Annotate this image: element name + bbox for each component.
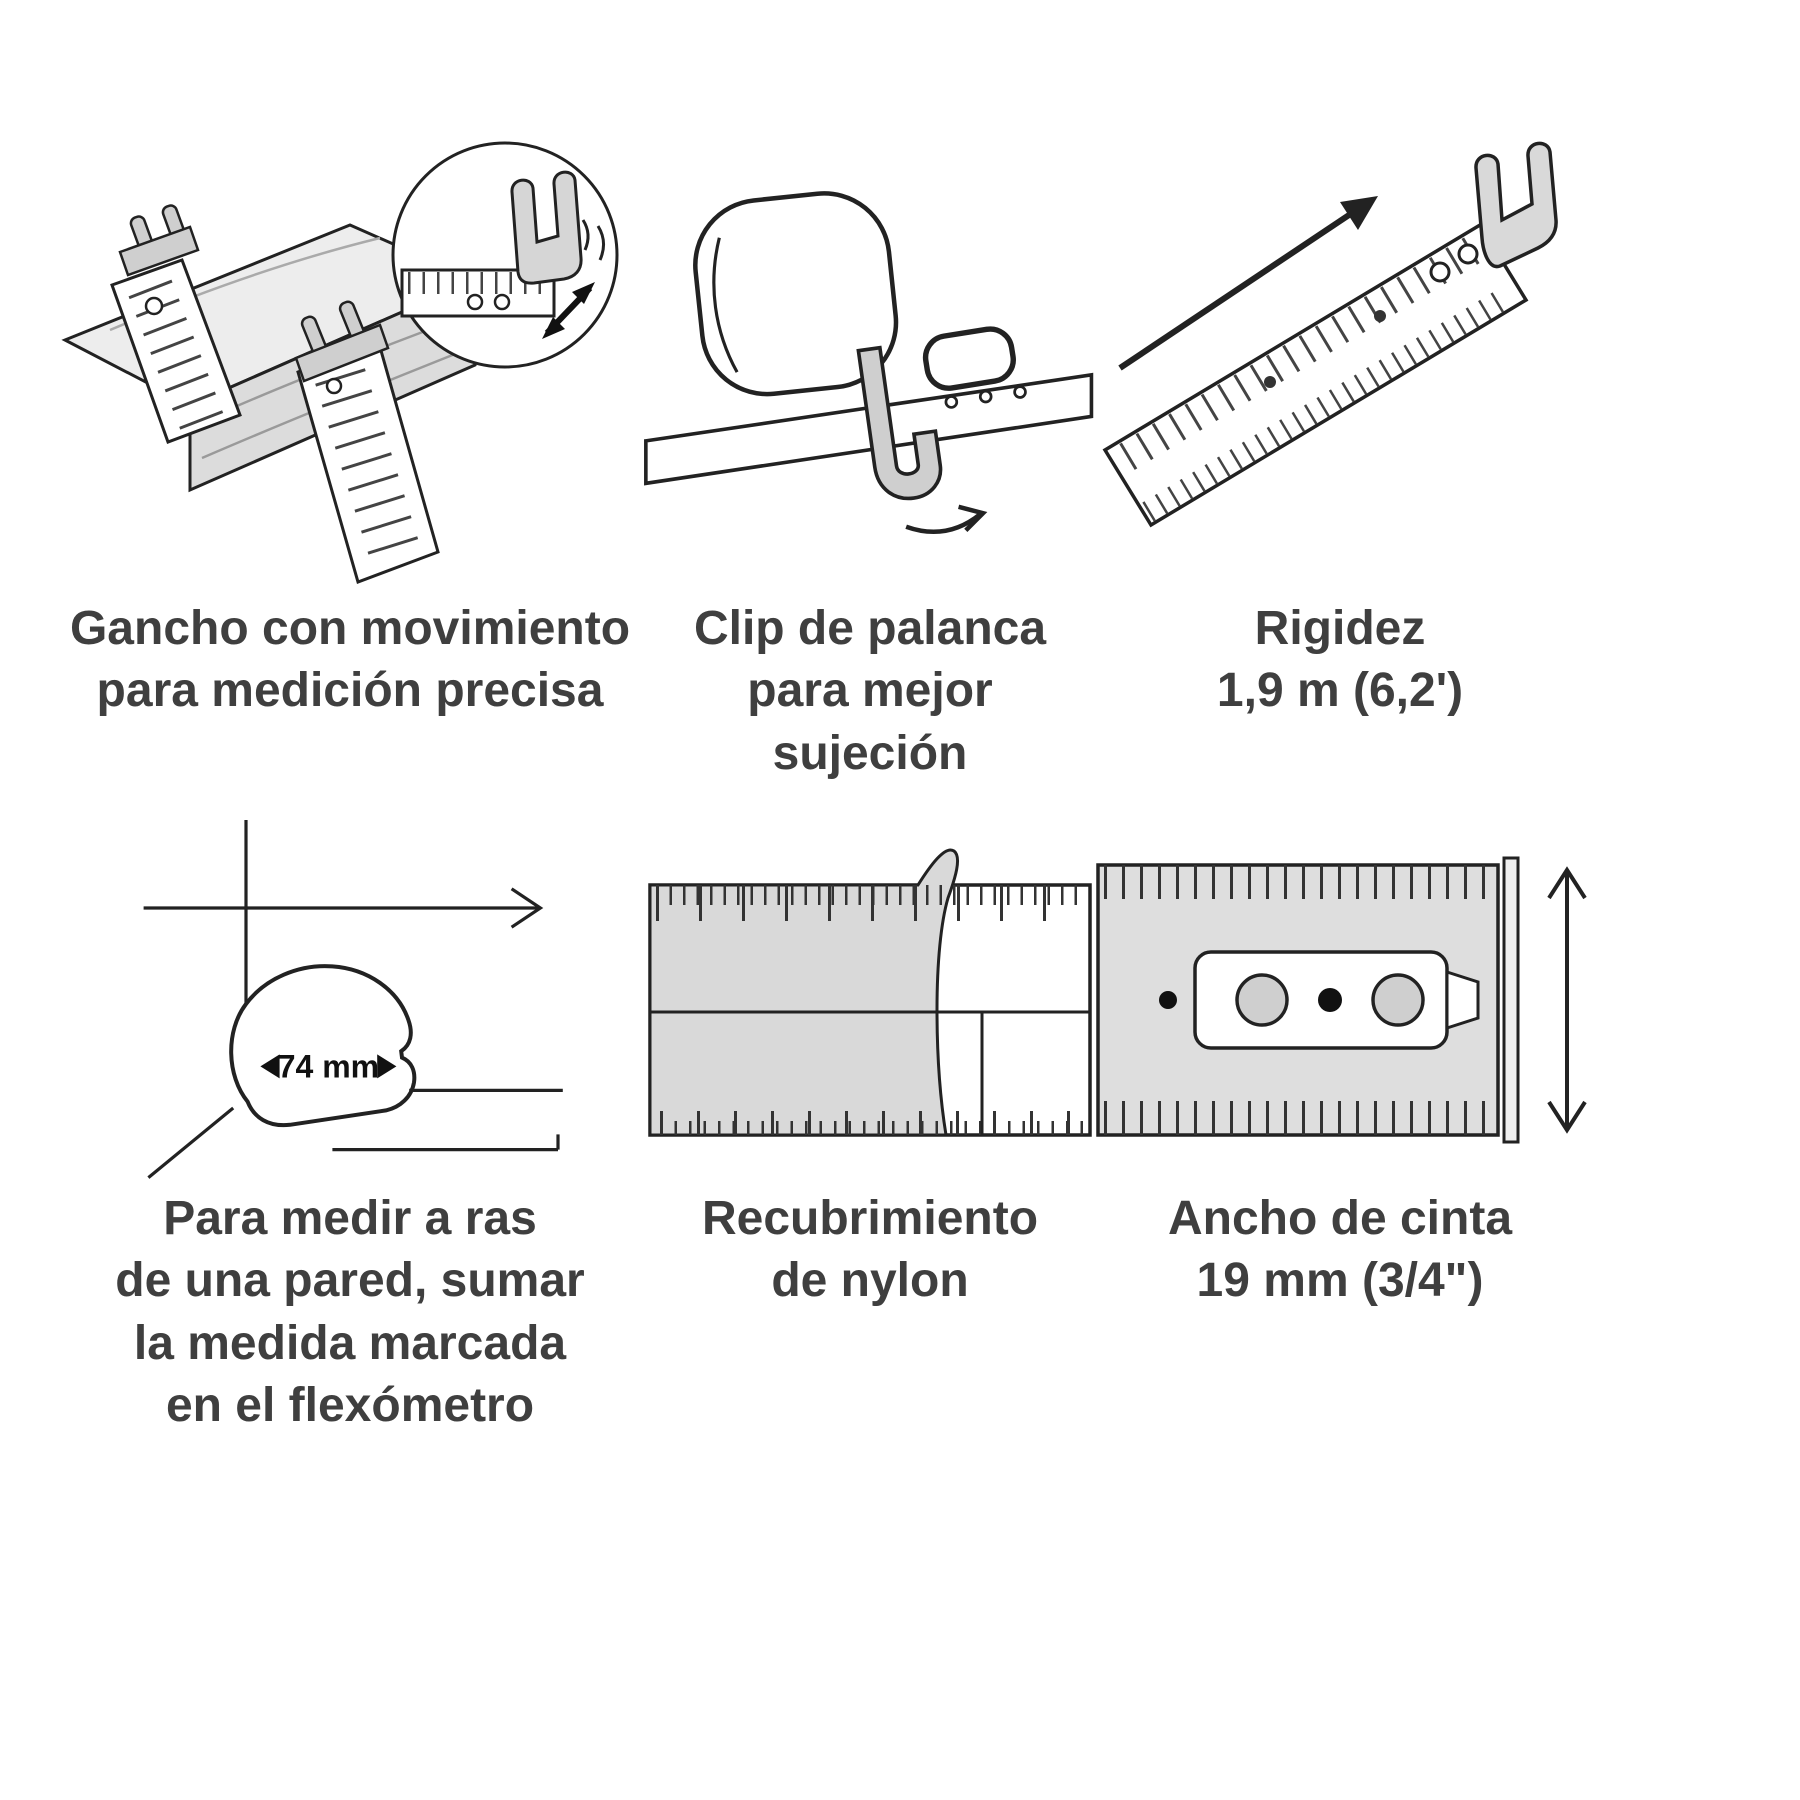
- feature-caption-nylon: Recubrimiento de nylon: [702, 1188, 1038, 1313]
- magnified-hook: [510, 170, 583, 285]
- hook-end-left: [118, 204, 200, 277]
- hook-end-center: [294, 300, 390, 383]
- nylon-coating-drawing: [648, 848, 1092, 1137]
- end-hook-edge: [1502, 856, 1520, 1144]
- rivet-left: [1235, 973, 1289, 1027]
- caption-line: 19 mm (3/4"): [1196, 1254, 1484, 1308]
- feature-caption-clip: Clip de palanca para mejor sujeción: [694, 598, 1046, 785]
- feature-caption-ras: Para medir a ras de una pared, sumar la …: [115, 1188, 584, 1438]
- feature-lever-clip: Clip de palanca para mejor sujeción: [610, 120, 1130, 785]
- feature-hook-movement: Gancho con movimiento para medición prec…: [40, 120, 660, 723]
- tape-blade-left: [110, 258, 242, 444]
- feature-tape-width: Ancho de cinta 19 mm (3/4"): [1060, 820, 1620, 1313]
- caption-line: Ancho de cinta: [1167, 1192, 1513, 1245]
- rivet-plate: [1193, 950, 1480, 1050]
- feature-caption-ancho: Ancho de cinta 19 mm (3/4"): [1168, 1188, 1512, 1313]
- lever-clip-drawing: [644, 191, 1094, 534]
- measure-direction-arrow-icon: [143, 887, 544, 929]
- caption-line: en el flexómetro: [165, 1379, 535, 1433]
- tape-measure-case: [693, 191, 899, 397]
- zoom-inset-circle: [391, 141, 619, 369]
- flush-measuring-illustration: 74 mm: [126, 820, 574, 1180]
- movement-double-arrow-icon: [542, 282, 595, 339]
- caption-line: para medición precisa: [96, 664, 604, 718]
- hook-movement-drawing: [61, 141, 619, 584]
- rotation-arrow-icon: [905, 504, 988, 534]
- extended-tape-blade: [1102, 222, 1529, 528]
- width-measure-arrow-icon: [1547, 866, 1587, 1134]
- body-width-label: 74 mm: [278, 1049, 379, 1085]
- extension-arrow-icon: [1118, 196, 1378, 371]
- width-arrow-left-icon: [260, 1054, 280, 1079]
- lever-clip-hook: [856, 345, 943, 501]
- caption-line: de nylon: [771, 1254, 969, 1308]
- feature-caption-rigidez: Rigidez 1,9 m (6,2'): [1217, 598, 1463, 723]
- hook-movement-illustration: [50, 120, 650, 590]
- caption-line: Para medir a ras: [163, 1192, 537, 1245]
- tape-width-drawing: [1096, 856, 1587, 1144]
- caption-line: de una pared, sumar: [115, 1254, 585, 1308]
- corner-diagonal-line: [147, 1106, 235, 1179]
- rivet-right: [1371, 973, 1425, 1027]
- feature-flush-measuring: 74 mm Para medir a ras de una pared, sum…: [40, 820, 660, 1438]
- peeling-nylon-layer: [648, 848, 959, 1137]
- caption-line: Gancho con movimiento: [69, 602, 631, 655]
- tape-measure-body: [229, 964, 417, 1128]
- caption-line: 1,9 m (6,2'): [1216, 664, 1464, 718]
- wire-loop: [922, 326, 1016, 391]
- feature-caption-gancho: Gancho con movimiento para medición prec…: [70, 598, 630, 723]
- blade-dot: [1159, 991, 1177, 1009]
- caption-line: Recubrimiento: [701, 1192, 1039, 1245]
- feature-nylon-coating: Recubrimiento de nylon: [610, 820, 1130, 1313]
- caption-line: para mejor: [747, 664, 993, 718]
- caption-line: sujeción: [772, 726, 968, 780]
- feature-rigidity: Rigidez 1,9 m (6,2'): [1060, 120, 1620, 723]
- caption-line: la medida marcada: [133, 1316, 567, 1370]
- caption-line: Clip de palanca: [693, 602, 1047, 655]
- center-dot: [1318, 988, 1342, 1012]
- nylon-coating-illustration: [630, 820, 1110, 1180]
- caption-line: Rigidez: [1254, 602, 1426, 655]
- width-arrow-right-icon: [377, 1054, 397, 1079]
- flush-measuring-drawing: 74 mm: [143, 820, 563, 1179]
- rigidity-illustration: [1080, 120, 1600, 590]
- rigidity-drawing: [1102, 141, 1558, 528]
- lever-clip-illustration: [635, 120, 1105, 590]
- tape-width-illustration: [1080, 820, 1600, 1180]
- tape-end-hook: [1474, 141, 1558, 269]
